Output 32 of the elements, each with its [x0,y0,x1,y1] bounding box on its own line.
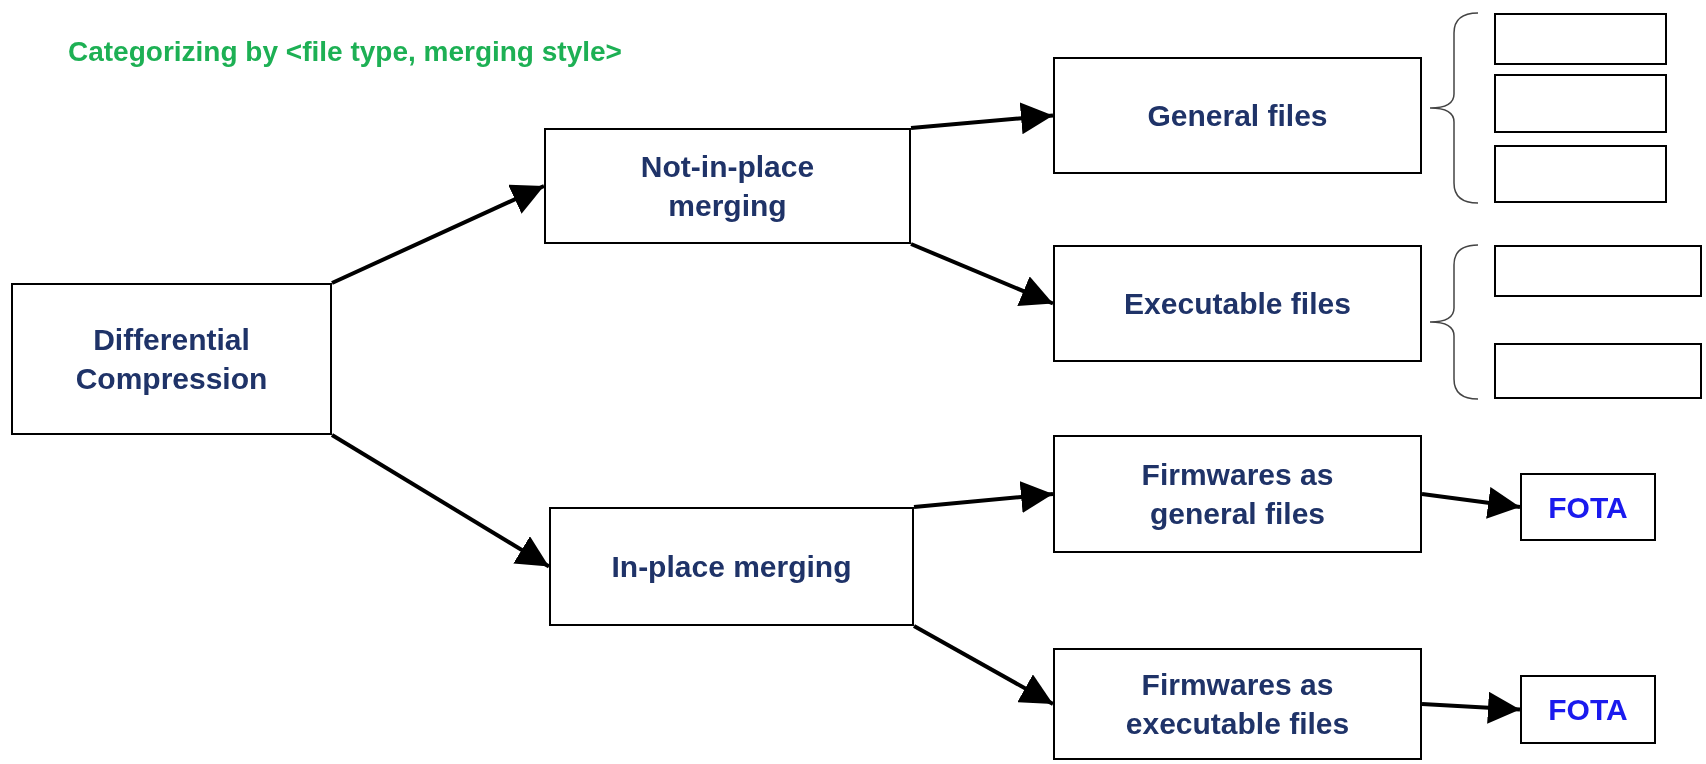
process-box [11,283,332,435]
process-box [549,507,914,626]
empty-box [1494,245,1702,297]
arrow [913,481,1054,513]
empty-box [1494,74,1667,133]
process-box [1053,435,1422,553]
arrow [910,242,1054,306]
arrow [1421,691,1521,724]
node-label: General files [1146,98,1329,134]
empty-box [1494,13,1667,65]
process-box [1520,675,1656,744]
arrow [910,102,1054,135]
diagram-title: Categorizing by <file type, merging style> [68,36,622,68]
arrow [331,184,545,285]
arrow [1421,486,1521,519]
node-label: Executable files [1123,286,1352,322]
process-box [1520,473,1656,541]
empty-box [1494,145,1667,203]
node-label: Not-in-place merging [639,149,816,224]
node-label: Firmwares as executable files [1124,667,1351,742]
empty-box [1494,343,1702,399]
node-label: FOTA [1547,489,1629,526]
process-box [1053,57,1422,174]
process-box [1053,245,1422,362]
arrow [913,624,1054,706]
node-label: Firmwares as general files [1140,457,1335,532]
process-box [1053,648,1422,760]
node-label: In-place merging [610,549,853,585]
node-label: FOTA [1547,692,1629,728]
process-box [544,128,911,244]
node-label: Differential Compression [74,322,269,397]
arrow [330,433,551,569]
